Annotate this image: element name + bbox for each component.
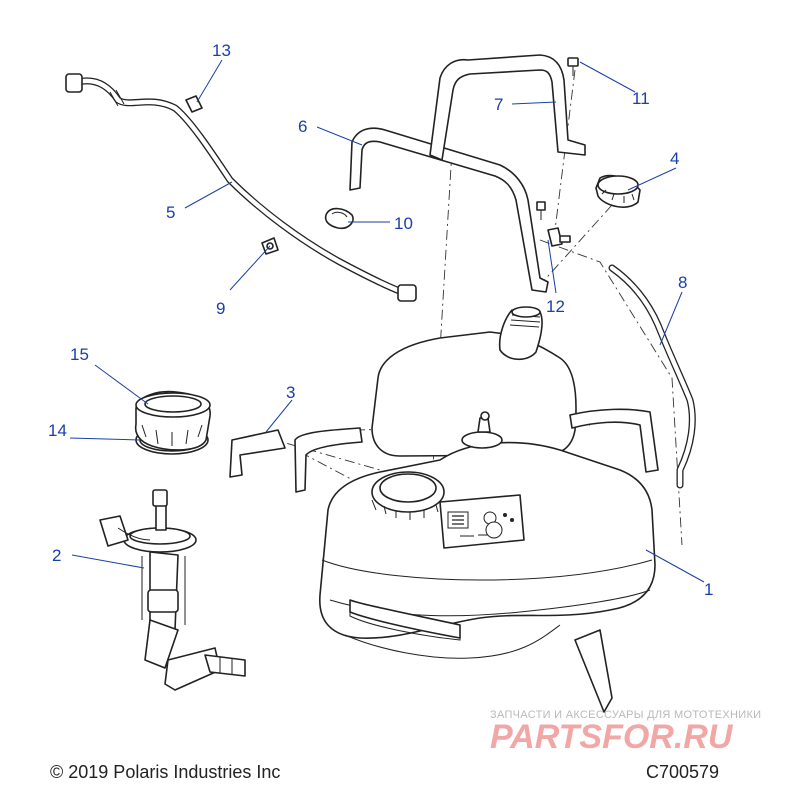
callout-labels: 13 11 7 6 4 5 10 9 12 8 15 3 14 2 1 [48,41,713,599]
callout-14: 14 [48,421,67,440]
callout-15: 15 [70,345,89,364]
callout-11: 11 [632,89,650,108]
tank-strap-set [229,408,659,713]
callout-13: 13 [212,41,231,60]
callout-9: 9 [216,299,225,318]
fuel-pump-assembly [99,489,246,691]
callout-12: 12 [546,297,565,316]
leader-lines [69,59,705,583]
callout-3: 3 [286,383,295,402]
pump-lock-ring [134,390,211,451]
copyright-text: © 2019 Polaris Industries Inc [50,762,280,782]
watermark: ЗАПЧАСТИ И АКСЕССУАРЫ ДЛЯ МОТОТЕХНИКИ PA… [490,709,761,756]
vent-hose [608,264,696,489]
hose-clip [324,207,354,230]
callout-5: 5 [166,203,175,222]
footer: © 2019 Polaris Industries Inc C700579 [50,762,719,782]
filler-cap [595,174,641,208]
watermark-tagline: ЗАПЧАСТИ И АКСЕССУАРЫ ДЛЯ МОТОТЕХНИКИ [490,709,761,721]
bolt-and-clip [536,201,571,247]
bolt [567,57,579,76]
fuel-line [65,73,417,302]
drawing-number: C700579 [646,762,719,782]
callout-8: 8 [678,273,687,292]
callout-4: 4 [670,149,679,168]
upper-strap [349,127,549,293]
rear-bracket [429,54,586,161]
callout-1: 1 [704,580,713,599]
fuel-tank [319,306,656,659]
watermark-brand: PARTSFOR.RU [490,718,734,756]
callout-2: 2 [52,546,61,565]
callout-10: 10 [394,214,413,233]
callout-7: 7 [494,95,503,114]
callout-6: 6 [298,117,307,136]
